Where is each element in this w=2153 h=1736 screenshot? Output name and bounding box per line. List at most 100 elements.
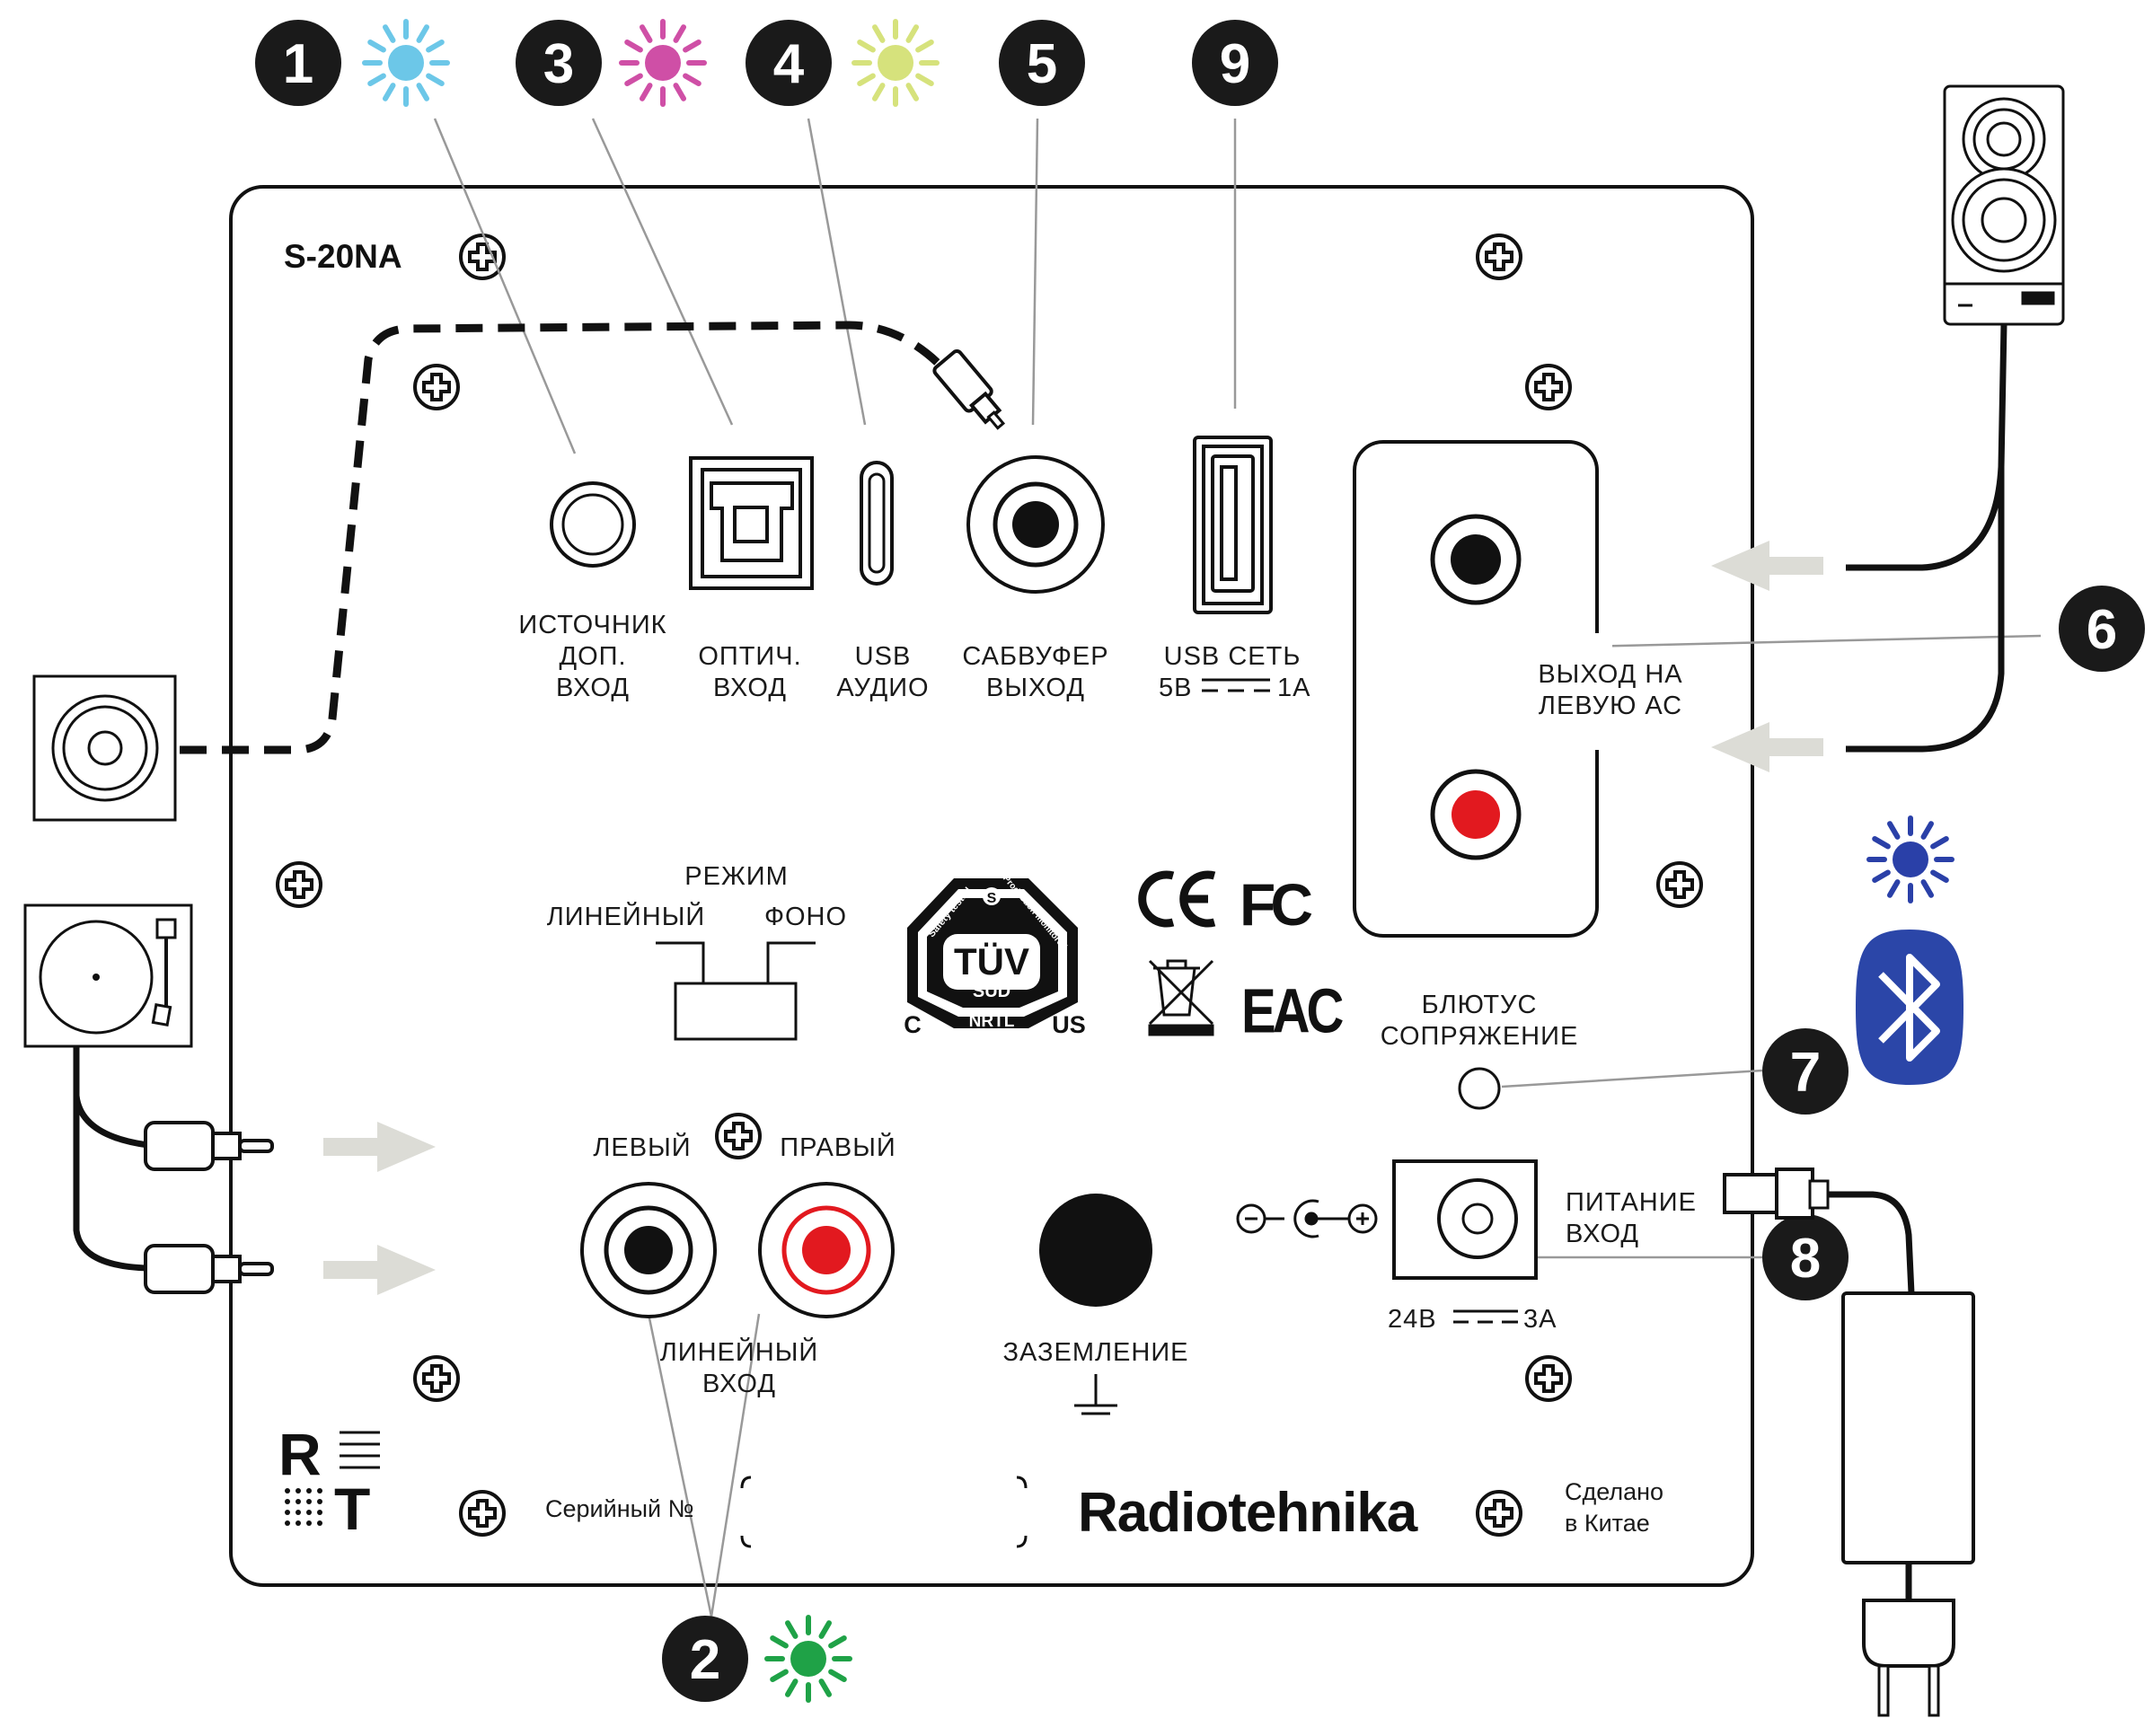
eac-mark: EAC bbox=[1241, 976, 1343, 1046]
speaker-out-red-jack[interactable] bbox=[1430, 769, 1522, 860]
screw-icon bbox=[413, 364, 460, 410]
weee-bin-icon bbox=[1148, 959, 1214, 1036]
mode-switch[interactable] bbox=[656, 941, 816, 1041]
dc-symbol bbox=[1453, 1309, 1518, 1324]
sud-text: SÜD bbox=[973, 981, 1010, 1001]
line-in-left-jack[interactable] bbox=[580, 1182, 717, 1318]
ground-terminal[interactable] bbox=[1039, 1194, 1152, 1307]
screw-icon bbox=[715, 1113, 762, 1159]
screw-icon bbox=[1525, 1355, 1572, 1402]
speaker-icon bbox=[1943, 84, 2065, 326]
svg-text:S: S bbox=[987, 891, 997, 906]
line-in-label-1: ЛИНЕЙНЫЙ bbox=[660, 1336, 818, 1367]
svg-text:6: 6 bbox=[2087, 599, 2117, 661]
usb-power-voltage: 5В bbox=[1159, 674, 1192, 702]
speaker-cables bbox=[1846, 323, 2007, 753]
led-icon bbox=[619, 19, 707, 107]
screw-icon bbox=[1476, 1490, 1522, 1537]
bluetooth-icon bbox=[1856, 930, 1963, 1085]
power-current: 3А bbox=[1523, 1305, 1557, 1334]
usb-power-port[interactable] bbox=[1193, 436, 1273, 614]
subwoofer-plug bbox=[932, 348, 1006, 430]
screw-icon bbox=[459, 234, 506, 280]
usb-audio-label-1: USB bbox=[855, 642, 912, 671]
speaker-out-label-1: ВЫХОД НА bbox=[1538, 660, 1682, 689]
model-name: S-20NA bbox=[284, 238, 402, 275]
dc-power-input-jack[interactable] bbox=[1392, 1159, 1538, 1280]
speaker-out-label-2: ЛЕВУЮ АС bbox=[1539, 692, 1682, 720]
led-icon bbox=[851, 19, 940, 107]
made-in-2: в Китае bbox=[1565, 1510, 1650, 1537]
line-in-left-label: ЛЕВЫЙ bbox=[593, 1132, 691, 1162]
rt-logo: R T bbox=[278, 1421, 380, 1542]
led-icon bbox=[764, 1615, 852, 1703]
tuv-text: TÜV bbox=[954, 940, 1029, 983]
subwoofer-output-port[interactable] bbox=[966, 455, 1105, 594]
mode-title: РЕЖИМ bbox=[684, 862, 788, 891]
polarity-icon bbox=[1236, 1199, 1378, 1238]
callout-6: 6 bbox=[2059, 586, 2145, 672]
brand-name: Radiotehnika bbox=[1078, 1482, 1418, 1544]
nrtl-text: NRTL bbox=[969, 1012, 1015, 1031]
svg-text:T: T bbox=[334, 1476, 370, 1542]
callout-badges: 1 3 4 5 9 6 7 8 2 bbox=[255, 20, 2145, 1702]
screw-icon bbox=[276, 861, 322, 908]
aux-input-port[interactable] bbox=[550, 481, 636, 568]
svg-text:9: 9 bbox=[1220, 33, 1250, 95]
usb-audio-label-2: АУДИО bbox=[836, 674, 929, 702]
line-in-right-label: ПРАВЫЙ bbox=[780, 1132, 896, 1162]
callout-7: 7 bbox=[1762, 1028, 1849, 1115]
callout-5: 5 bbox=[999, 20, 1085, 106]
power-in-label-2: ВХОД bbox=[1566, 1220, 1639, 1248]
svg-text:2: 2 bbox=[690, 1629, 720, 1691]
line-in-label-2: ВХОД bbox=[702, 1370, 776, 1398]
output-arrows bbox=[1711, 541, 1823, 772]
subwoofer-icon bbox=[32, 674, 177, 822]
subwoofer-label-2: ВЫХОД bbox=[986, 674, 1085, 702]
svg-text:1: 1 bbox=[283, 33, 313, 95]
power-adapter-icon bbox=[1723, 1168, 1975, 1717]
aux-label-3: ВХОД bbox=[556, 674, 630, 702]
tuv-us: US bbox=[1052, 1011, 1086, 1038]
mode-phono: ФОНО bbox=[764, 903, 847, 931]
tuv-c: C bbox=[904, 1011, 922, 1038]
svg-text:4: 4 bbox=[773, 33, 805, 95]
callout-9: 9 bbox=[1192, 20, 1278, 106]
svg-text:7: 7 bbox=[1790, 1042, 1821, 1104]
usb-audio-port[interactable] bbox=[860, 461, 894, 586]
tuv-certification-mark: S Safety tested Production monitored TÜV… bbox=[904, 874, 1086, 1038]
subwoofer-cable bbox=[180, 321, 942, 754]
screw-icon bbox=[1525, 364, 1572, 410]
svg-text:5: 5 bbox=[1027, 33, 1057, 95]
screw-icon bbox=[1476, 234, 1522, 280]
led-icon bbox=[1866, 815, 1954, 903]
power-voltage: 24В bbox=[1388, 1305, 1437, 1334]
callout-2: 2 bbox=[662, 1616, 748, 1702]
optical-input-port[interactable] bbox=[689, 456, 814, 590]
screw-icon bbox=[413, 1355, 460, 1402]
speaker-out-black-jack[interactable] bbox=[1430, 514, 1522, 605]
input-arrows bbox=[323, 1122, 436, 1295]
turntable-icon bbox=[23, 903, 193, 1048]
power-in-label-1: ПИТАНИЕ bbox=[1566, 1188, 1697, 1217]
callout-3: 3 bbox=[516, 20, 602, 106]
usb-power-label: USB СЕТЬ bbox=[1164, 642, 1302, 671]
bt-pair-label-1: БЛЮТУС bbox=[1422, 991, 1538, 1019]
callout-1: 1 bbox=[255, 20, 341, 106]
optical-label-2: ВХОД bbox=[713, 674, 787, 702]
turntable-cables bbox=[73, 1046, 149, 1272]
svg-text:3: 3 bbox=[543, 33, 574, 95]
serial-number-area bbox=[740, 1476, 1028, 1548]
ground-icon bbox=[1074, 1374, 1117, 1415]
dc-symbol bbox=[1202, 678, 1270, 692]
svg-text:8: 8 bbox=[1790, 1228, 1821, 1290]
bluetooth-pair-button[interactable] bbox=[1458, 1067, 1501, 1110]
aux-label-2: ДОП. bbox=[559, 642, 626, 671]
screw-icon bbox=[1656, 861, 1703, 908]
line-in-right-jack[interactable] bbox=[758, 1182, 895, 1318]
rca-plug-left bbox=[144, 1121, 274, 1171]
usb-power-current: 1А bbox=[1277, 674, 1310, 702]
callout-4: 4 bbox=[746, 20, 832, 106]
optical-label-1: ОПТИЧ. bbox=[698, 642, 801, 671]
